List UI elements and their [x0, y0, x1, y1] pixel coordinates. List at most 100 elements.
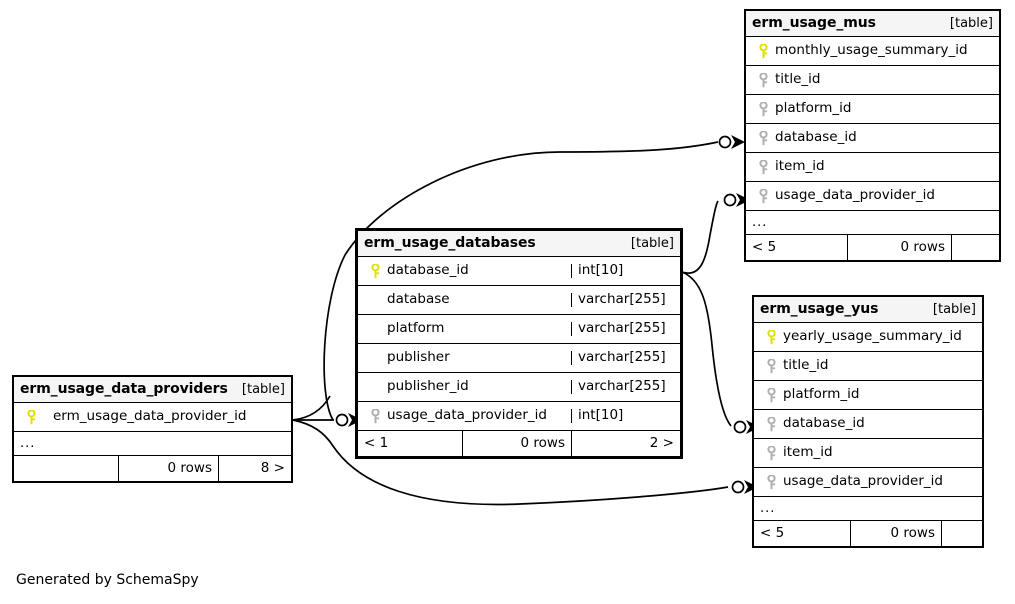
table-footer-erm-usage-yus: < 5 0 rows	[754, 521, 982, 546]
primary-key-icon	[366, 263, 385, 279]
table-footer-erm-usage-mus: < 5 0 rows	[746, 235, 999, 260]
table-erm-usage-databases[interactable]: erm_usage_databases [table] database_id …	[355, 228, 683, 459]
column-row-database-id[interactable]: database_id	[746, 124, 999, 153]
table-header-erm-usage-databases: erm_usage_databases [table]	[358, 231, 680, 257]
column-label: item_id	[775, 159, 825, 175]
table-title: erm_usage_data_providers	[20, 381, 228, 397]
column-row-platform-id[interactable]: platform_id	[754, 381, 982, 410]
column-row-title-id[interactable]: title_id	[746, 66, 999, 95]
column-row-platform-id[interactable]: platform_id	[746, 95, 999, 124]
footer-outgoing-relations[interactable]: 8 >	[218, 456, 291, 481]
footer-row-count: 0 rows	[850, 521, 941, 546]
primary-key-icon	[754, 43, 773, 59]
column-label: database_id	[387, 263, 469, 279]
column-row-title-id[interactable]: title_id	[754, 352, 982, 381]
footer-incoming-relations[interactable]: < 5	[760, 524, 785, 541]
table-header-erm-usage-yus: erm_usage_yus [table]	[754, 297, 982, 323]
footer-outgoing-relations[interactable]	[951, 235, 999, 260]
column-row-usage-data-provider-id[interactable]: usage_data_provider_id	[746, 182, 999, 211]
column-row-item-id[interactable]: item_id	[754, 439, 982, 468]
column-row-erm-usage-data-provider-id[interactable]: erm_usage_data_provider_id	[14, 403, 291, 432]
column-name-cell: usage_data_provider_id	[746, 188, 999, 204]
footer-incoming-relations[interactable]: < 1	[364, 434, 389, 451]
column-row-database[interactable]: database varchar[255]	[358, 286, 680, 315]
column-name-cell: erm_usage_data_provider_id	[14, 409, 291, 425]
column-name-cell: title_id	[746, 72, 999, 88]
column-name-cell: publisher	[358, 351, 571, 365]
table-erm-usage-data-providers[interactable]: erm_usage_data_providers [table] erm_usa…	[12, 375, 293, 483]
column-label: platform_id	[783, 387, 860, 403]
footer-row-count: 0 rows	[118, 456, 218, 481]
column-name-cell: item_id	[754, 445, 982, 461]
column-row-usage-data-provider-id[interactable]: usage_data_provider_id	[754, 468, 982, 497]
column-name-cell: title_id	[754, 358, 982, 374]
column-row-platform[interactable]: platform varchar[255]	[358, 315, 680, 344]
foreign-key-icon	[366, 408, 385, 424]
column-label: database	[387, 293, 450, 307]
column-label: platform	[387, 322, 445, 336]
table-erm-usage-mus[interactable]: erm_usage_mus [table] monthly_usage_summ…	[744, 9, 1001, 262]
foreign-key-icon	[762, 358, 781, 374]
column-label: title_id	[783, 358, 829, 374]
generated-by-note: Generated by SchemaSpy	[16, 572, 199, 588]
column-row-monthly-usage-summary-id[interactable]: monthly_usage_summary_id	[746, 37, 999, 66]
column-name-cell: platform	[358, 322, 571, 336]
column-row-database-id[interactable]: database_id	[754, 410, 982, 439]
more-columns-indicator: ...	[754, 497, 982, 521]
edge-databases-right-to-mus-udp	[681, 200, 719, 274]
table-type-tag: [table]	[630, 236, 674, 251]
column-name-cell: yearly_usage_summary_id	[754, 329, 982, 345]
table-erm-usage-yus[interactable]: erm_usage_yus [table] yearly_usage_summa…	[752, 295, 984, 548]
column-row-yearly-usage-summary-id[interactable]: yearly_usage_summary_id	[754, 323, 982, 352]
column-label: publisher_id	[387, 380, 469, 394]
table-type-tag: [table]	[949, 16, 993, 31]
column-type: varchar[255]	[571, 322, 680, 336]
column-row-usage-data-provider-id[interactable]: usage_data_provider_id int[10]	[358, 402, 680, 431]
table-header-erm-usage-data-providers: erm_usage_data_providers [table]	[14, 377, 291, 403]
column-name-cell: usage_data_provider_id	[358, 408, 571, 424]
footer-outgoing-relations[interactable]	[941, 521, 982, 546]
column-row-publisher-id[interactable]: publisher_id varchar[255]	[358, 373, 680, 402]
edge-providers-to-mus-udp	[292, 395, 331, 421]
foreign-key-icon	[762, 474, 781, 490]
column-label: monthly_usage_summary_id	[775, 43, 968, 59]
table-title: erm_usage_yus	[760, 301, 879, 317]
terminator-circle-mus-udp	[723, 193, 737, 207]
terminator-circle-yus-udp	[731, 480, 745, 494]
column-label: item_id	[783, 445, 833, 461]
primary-key-icon	[762, 329, 781, 345]
terminator-circle-yus-database-id	[733, 420, 747, 434]
foreign-key-icon	[754, 130, 773, 146]
column-label: usage_data_provider_id	[783, 474, 943, 490]
foreign-key-icon	[754, 188, 773, 204]
column-label: platform_id	[775, 101, 852, 117]
column-name-cell: usage_data_provider_id	[754, 474, 982, 490]
arrowhead-mus-database-id	[731, 135, 745, 149]
column-type: varchar[255]	[571, 351, 680, 365]
table-title: erm_usage_mus	[752, 15, 876, 31]
footer-incoming-relations[interactable]	[14, 456, 118, 481]
terminator-circle-mus-database-id	[718, 135, 732, 149]
table-header-erm-usage-mus: erm_usage_mus [table]	[746, 11, 999, 37]
table-title: erm_usage_databases	[364, 235, 536, 251]
primary-key-icon	[22, 409, 41, 425]
column-name-cell: item_id	[746, 159, 999, 175]
footer-outgoing-relations[interactable]: 2 >	[571, 431, 680, 456]
column-name-cell: monthly_usage_summary_id	[746, 43, 999, 59]
column-name-cell: database	[358, 293, 571, 307]
column-label: erm_usage_data_provider_id	[53, 409, 247, 425]
column-name-cell: platform_id	[746, 101, 999, 117]
foreign-key-icon	[754, 159, 773, 175]
table-type-tag: [table]	[932, 302, 976, 317]
column-label: usage_data_provider_id	[775, 188, 935, 204]
table-footer-erm-usage-databases: < 1 0 rows 2 >	[358, 431, 680, 456]
column-type: int[10]	[571, 264, 680, 278]
column-row-publisher[interactable]: publisher varchar[255]	[358, 344, 680, 373]
column-row-item-id[interactable]: item_id	[746, 153, 999, 182]
foreign-key-icon	[762, 445, 781, 461]
foreign-key-icon	[762, 416, 781, 432]
footer-row-count: 0 rows	[462, 431, 571, 456]
column-label: database_id	[783, 416, 865, 432]
footer-incoming-relations[interactable]: < 5	[752, 238, 777, 255]
column-row-database-id[interactable]: database_id int[10]	[358, 257, 680, 286]
